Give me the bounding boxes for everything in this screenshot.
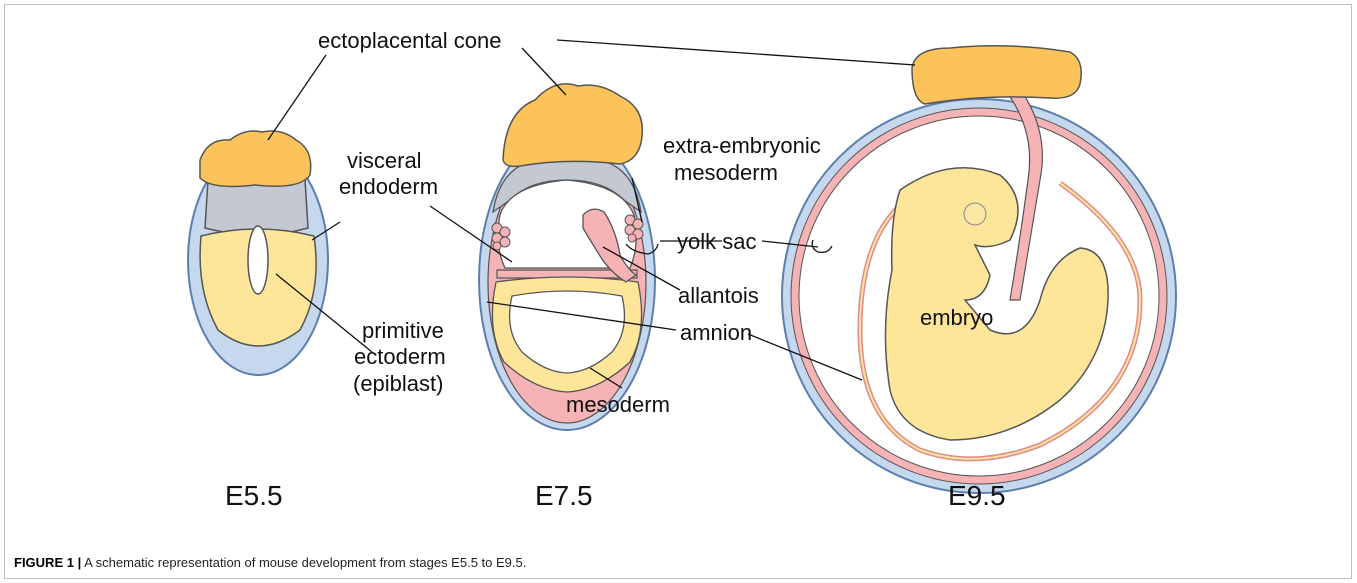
stage-e55-embryo <box>188 131 328 375</box>
e95-eye <box>964 203 986 225</box>
label-visceral: visceral <box>347 148 422 173</box>
label-ectoplacental-cone: ectoplacental cone <box>318 28 501 53</box>
label-epiblast: (epiblast) <box>353 371 443 396</box>
e95-ectoplacental-cone <box>912 46 1081 104</box>
label-embryo: embryo <box>920 305 993 330</box>
stage-e95-embryo <box>782 46 1176 493</box>
label-extra-mesoderm: mesoderm <box>674 160 778 185</box>
label-endoderm: endoderm <box>339 174 438 199</box>
label-yolk-sac: yolk sac <box>677 229 756 254</box>
label-ectoderm: ectoderm <box>354 344 446 369</box>
stage-label-e55: E5.5 <box>225 480 283 511</box>
label-amnion: amnion <box>680 320 752 345</box>
label-mesoderm: mesoderm <box>566 392 670 417</box>
label-allantois: allantois <box>678 283 759 308</box>
stage-label-e75: E7.5 <box>535 480 593 511</box>
e55-proamniotic-cavity <box>248 226 268 294</box>
caption-text: A schematic representation of mouse deve… <box>81 555 526 570</box>
stage-label-e95: E9.5 <box>948 480 1006 511</box>
e55-ectoplacental-cone <box>200 131 311 186</box>
figure-caption: FIGURE 1 | A schematic representation of… <box>14 555 526 570</box>
e75-blood-islands-right <box>625 215 643 242</box>
e75-ectoplacental-cone <box>503 84 642 167</box>
label-primitive: primitive <box>362 318 444 343</box>
label-extra-embryonic: extra-embryonic <box>663 133 821 158</box>
e75-blood-islands-left <box>492 223 510 250</box>
caption-label: FIGURE 1 | <box>14 555 81 570</box>
